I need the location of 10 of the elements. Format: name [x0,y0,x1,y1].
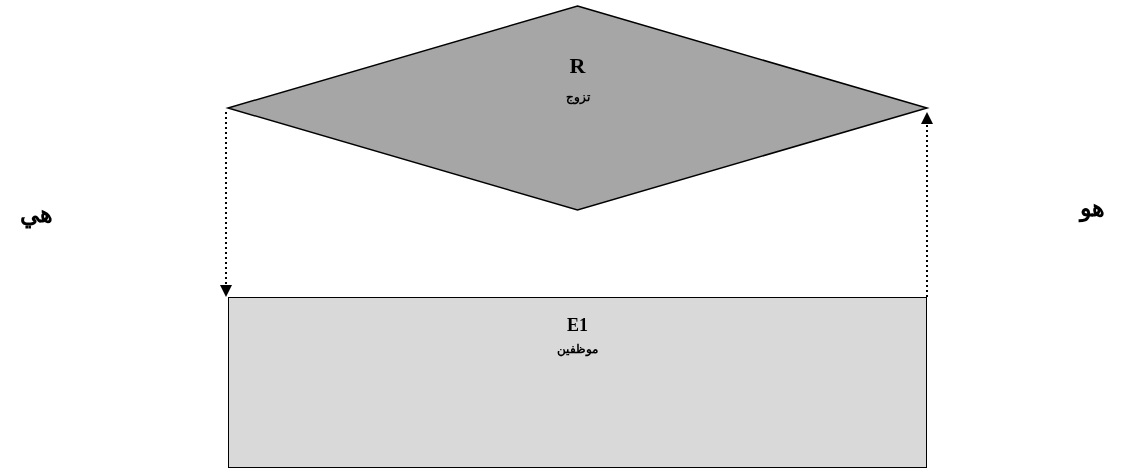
relationship-diamond [228,6,927,210]
role-label: هي [20,200,53,228]
dotted-arrow [921,111,933,298]
entity-name: R [569,54,586,79]
arabic-name: تزوج [565,90,590,106]
entity-name: E1 [567,316,588,336]
dotted-arrow [220,111,232,298]
entity-box [228,297,927,468]
arabic-name: موظفين [557,341,598,357]
role-label: هو [1080,194,1105,222]
